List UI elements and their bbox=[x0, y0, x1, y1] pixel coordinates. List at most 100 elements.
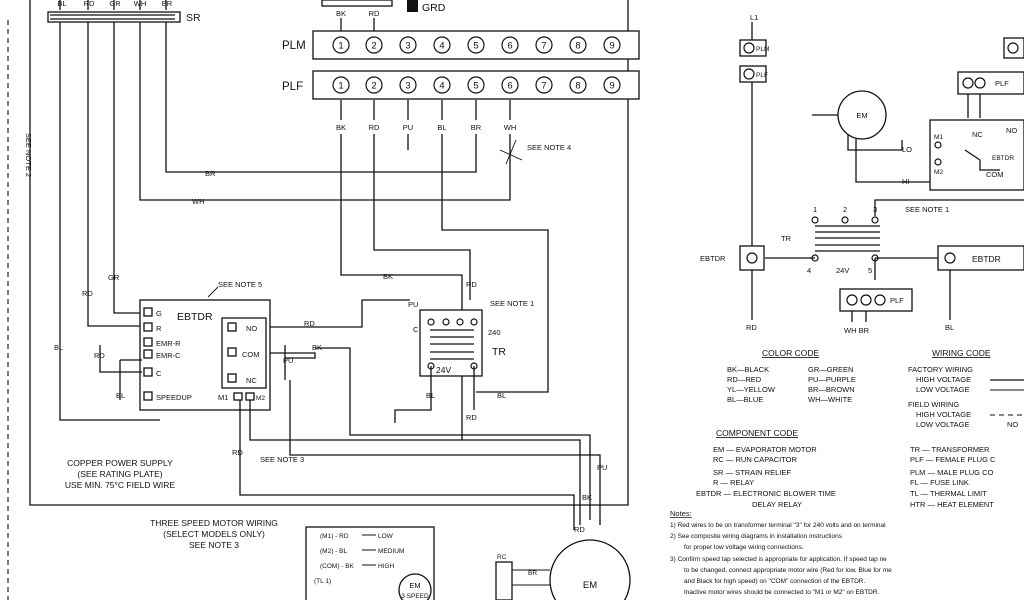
tr-240: 240 bbox=[488, 328, 501, 337]
plf-pin: 5 bbox=[473, 81, 478, 92]
wiring-code-line: LOW VOLTAGE bbox=[916, 385, 969, 394]
ebtdr-m1: M1 bbox=[218, 393, 228, 402]
three-speed-line-2: (SELECT MODELS ONLY) bbox=[163, 529, 265, 539]
right-plm: PLM bbox=[756, 46, 769, 53]
notes-line: and Black for high speed) on "COM" conne… bbox=[684, 578, 865, 585]
three-speed-line-1: THREE SPEED MOTOR WIRING bbox=[150, 518, 278, 528]
top-wire-rd: RD bbox=[84, 0, 95, 8]
plm-pin: 4 bbox=[439, 41, 444, 52]
motor-speed-wire: (M1) - RD bbox=[320, 533, 349, 540]
top-wire-bl: BL bbox=[57, 0, 66, 8]
ebtdr-terminal: R bbox=[156, 324, 162, 333]
component-code-title: COMPONENT CODE bbox=[716, 428, 798, 438]
wiring-code-line: FACTORY WIRING bbox=[908, 365, 973, 374]
ebtdr-com: COM bbox=[242, 350, 260, 359]
top-wire-wh: WH bbox=[134, 0, 147, 8]
motor-speed-name: LOW bbox=[378, 533, 394, 540]
see-note-4: SEE NOTE 4 bbox=[527, 143, 571, 152]
ebtdr-terminal: EMR-R bbox=[156, 339, 181, 348]
speed-pin: (TL 1) bbox=[314, 578, 331, 585]
component-code-item: TL — THERMAL LIMIT bbox=[910, 489, 987, 498]
color-code-item: GR—GREEN bbox=[808, 365, 853, 374]
notes-line: to be changed, connect appropriate motor… bbox=[684, 567, 892, 574]
see-note-5: SEE NOTE 5 bbox=[218, 280, 262, 289]
rc-label: RC bbox=[497, 554, 507, 561]
right-no: NO bbox=[1006, 126, 1017, 135]
em-motor bbox=[549, 539, 631, 600]
wire-pu-label-2: PU bbox=[597, 463, 607, 472]
right-24v: 24V bbox=[836, 266, 849, 275]
component-code-item: PLM — MALE PLUG CO bbox=[910, 468, 994, 477]
component-code-item: PLF — FEMALE PLUG C bbox=[910, 455, 996, 464]
plf-label: PLF bbox=[282, 81, 303, 93]
notes-line: 2) See composite wiring diagrams in inst… bbox=[670, 533, 843, 540]
see-note-2: SEE NOTE 2 bbox=[24, 133, 33, 177]
right-m1: M1 bbox=[934, 134, 943, 141]
component-code-item: DELAY RELAY bbox=[752, 500, 802, 509]
wire-bk-label-2: BK bbox=[383, 272, 393, 281]
plm-pin: 8 bbox=[575, 41, 580, 52]
top-wire-gr: GR bbox=[109, 0, 121, 8]
right-ebtdr bbox=[929, 119, 1024, 191]
power-supply-line-3: USE MIN. 75°C FIELD WIRE bbox=[65, 480, 175, 490]
tr-24v: 24V bbox=[436, 365, 451, 375]
wire-gr-label: GR bbox=[108, 273, 120, 282]
em-motor-label: EM bbox=[583, 580, 597, 591]
ebtdr-title: EBTDR bbox=[177, 311, 213, 323]
plm-label: PLM bbox=[282, 40, 306, 52]
plf-pin: 8 bbox=[575, 81, 580, 92]
see-note-1: SEE NOTE 1 bbox=[490, 299, 534, 308]
right-pin-2: 2 bbox=[843, 205, 847, 214]
plm-pin: 1 bbox=[338, 41, 343, 52]
strain-relief bbox=[47, 11, 181, 23]
plm-pin: 9 bbox=[609, 41, 614, 52]
component-code-item: RC — RUN CAPACITOR bbox=[713, 455, 797, 464]
em-3speed-motor bbox=[398, 573, 432, 600]
right-plf-bottom-label: PLF bbox=[890, 296, 904, 305]
tr-title: TR bbox=[492, 346, 506, 358]
wire-rd-label-4: RD bbox=[466, 280, 477, 289]
component-code-item: FL — FUSE LINK bbox=[910, 478, 969, 487]
ground-icon bbox=[407, 0, 418, 12]
component-code-item: TR — TRANSFORMER bbox=[910, 445, 990, 454]
power-supply-line-1: COPPER POWER SUPPLY bbox=[67, 458, 173, 468]
component-code-item: EBTDR — ELECTRONIC BLOWER TIME bbox=[696, 489, 836, 498]
wire-bl-label-2: BL bbox=[116, 391, 125, 400]
right-ebtdr-label: EBTDR bbox=[992, 155, 1014, 162]
plf-wire-wh: WH bbox=[504, 123, 517, 132]
ebtdr-speedup: SPEEDUP bbox=[156, 393, 192, 402]
right-pin-4: 4 bbox=[807, 266, 811, 275]
see-note-3-label-a: SEE NOTE 3 bbox=[260, 455, 304, 464]
plf-pin: 6 bbox=[507, 81, 512, 92]
color-code-title: COLOR CODE bbox=[762, 348, 819, 358]
color-code-item: WH—WHITE bbox=[808, 395, 852, 404]
ebtdr-terminal: C bbox=[156, 369, 162, 378]
right-plf-connector bbox=[957, 71, 1024, 95]
notes-line: 1) Red wires to be on transformer termin… bbox=[670, 522, 886, 529]
ebtdr-terminal: EMR-C bbox=[156, 351, 181, 360]
ebtdr-nc: NC bbox=[246, 376, 257, 385]
plf-pin: 3 bbox=[405, 81, 410, 92]
tr-rd-label: RD bbox=[466, 413, 477, 422]
plf-wire-br: BR bbox=[471, 123, 482, 132]
right-lo: LO bbox=[902, 145, 912, 154]
notes-line: for proper low voltage wiring connection… bbox=[684, 544, 804, 551]
plm-pin: 5 bbox=[473, 41, 478, 52]
component-code-item: HTR — HEAT ELEMENT bbox=[910, 500, 994, 509]
top-wire-br: BR bbox=[162, 0, 173, 8]
wiring-code-line: HIGH VOLTAGE bbox=[916, 375, 971, 384]
notes-line: Inactive motor wires should be connected… bbox=[684, 589, 880, 596]
right-plf: PLF bbox=[756, 72, 768, 79]
wiring-code-line: FIELD WIRING bbox=[908, 400, 959, 409]
wire-rd-label-top: RD bbox=[82, 289, 93, 298]
plm-pin: 6 bbox=[507, 41, 512, 52]
right-tr: TR bbox=[781, 234, 792, 243]
wire-bk-label-3: BK bbox=[582, 493, 592, 502]
wiring-code-title: WIRING CODE bbox=[932, 348, 991, 358]
component-code-item: R — RELAY bbox=[713, 478, 754, 487]
left-schematic: SEE NOTE 2 SR BL RD GR WH BR BK RD GRD P… bbox=[7, 0, 640, 600]
top-pin-bk: BK bbox=[336, 9, 346, 18]
right-ebtdr-right: EBTDR bbox=[972, 254, 1001, 264]
em-3speed-speed: 3 SPEED bbox=[401, 593, 429, 600]
